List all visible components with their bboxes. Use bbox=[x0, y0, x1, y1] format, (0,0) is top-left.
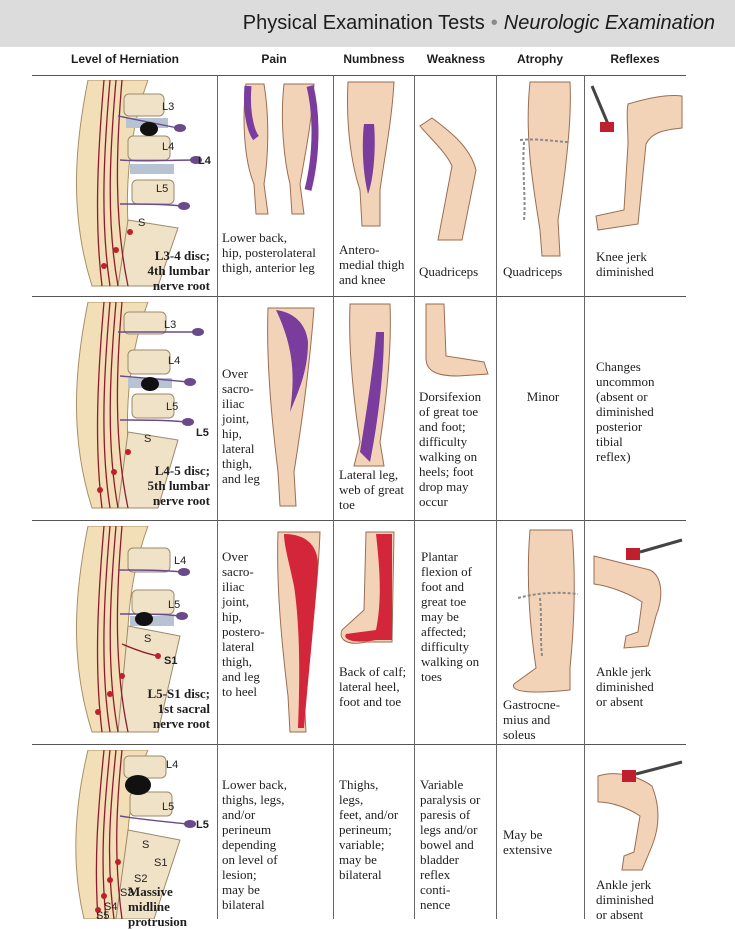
title-subtitle: Neurologic Examination bbox=[503, 12, 715, 34]
spine-label: L5 bbox=[168, 599, 180, 611]
spine-label: L3 bbox=[164, 319, 176, 331]
weakness-illustration-row2 bbox=[425, 303, 489, 377]
title-banner: Physical Examination Tests•Neurologic Ex… bbox=[0, 0, 735, 47]
title-main: Physical Examination Tests bbox=[242, 12, 485, 34]
nerve-root-label: L5 bbox=[196, 427, 209, 439]
herniated-disc bbox=[125, 775, 151, 795]
pain-text-row1: Lower back, hip, posterolateral thigh, a… bbox=[222, 230, 316, 275]
page-title: Physical Examination Tests•Neurologic Ex… bbox=[243, 12, 715, 35]
spine-label: S3 bbox=[120, 887, 133, 899]
spine-label: S bbox=[144, 433, 151, 445]
reflexes-text-row2: Changes uncommon (absent or diminished p… bbox=[596, 359, 655, 464]
pain-text-row3: Over sacro- iliac joint, hip, postero- l… bbox=[222, 549, 265, 699]
header-level: Level of Herniation bbox=[70, 52, 180, 66]
spine-label: S1 bbox=[154, 857, 167, 869]
spine-illustration-row2: L3 L4 L5 S L5 bbox=[75, 302, 209, 509]
herniated-disc bbox=[140, 122, 158, 136]
spine-illustration-row4: L4 L5 S S1 S2 S3 S4 S5 L5 bbox=[75, 750, 209, 919]
spine-label: S bbox=[142, 839, 149, 851]
atrophy-illustration-row1 bbox=[519, 81, 571, 257]
header-reflexes: Reflexes bbox=[610, 52, 660, 66]
nerve-root-label: L4 bbox=[198, 155, 212, 167]
numbness-text-row3: Back of calf; lateral heel, foot and toe bbox=[339, 664, 407, 709]
spine-label: S5 bbox=[96, 910, 109, 919]
weakness-text-row1: Quadriceps bbox=[419, 264, 479, 279]
reflexes-illustration-row1 bbox=[590, 85, 683, 231]
level-label-row3: L5-S1 disc; 1st sacral nerve root bbox=[147, 686, 210, 731]
separator-dot: • bbox=[490, 12, 498, 34]
spine-label: L5 bbox=[162, 801, 174, 813]
level-label-row4: Massive midline protrusion bbox=[128, 884, 187, 929]
spine-label: S bbox=[138, 217, 145, 229]
numbness-text-row1: Antero- medial thigh and knee bbox=[339, 242, 405, 287]
reflexes-text-row3: Ankle jerk diminished or absent bbox=[596, 664, 654, 709]
numbness-illustration-row3 bbox=[340, 531, 395, 644]
atrophy-text-row2: Minor bbox=[526, 389, 560, 404]
spine-illustration-row1: L3 L4 L5 S L4 bbox=[75, 80, 212, 287]
weakness-illustration-row1 bbox=[419, 117, 477, 241]
weakness-text-row3: Plantar flexion of foot and great toe ma… bbox=[421, 549, 480, 684]
atrophy-text-row3: Gastrocne- mius and soleus bbox=[503, 697, 561, 742]
spine-label: L3 bbox=[162, 101, 174, 113]
spine-label: S bbox=[144, 633, 151, 645]
atrophy-text-row1: Quadriceps bbox=[503, 264, 563, 279]
column-divider bbox=[333, 75, 334, 919]
header-atrophy: Atrophy bbox=[517, 52, 563, 66]
reflexes-illustration-row4 bbox=[597, 760, 683, 871]
nerve-root-label: S1 bbox=[164, 655, 177, 667]
column-divider bbox=[496, 75, 497, 919]
nerve-root-label: L5 bbox=[196, 819, 209, 831]
pain-text-row4: Lower back, thighs, legs, and/or perineu… bbox=[222, 777, 287, 912]
level-label-row1: L3-4 disc; 4th lumbar nerve root bbox=[147, 248, 210, 293]
pain-illustration-row2 bbox=[267, 307, 315, 507]
atrophy-illustration-row3 bbox=[513, 529, 579, 693]
spine-label: S4 bbox=[104, 901, 117, 913]
herniated-disc bbox=[135, 612, 153, 626]
spine-label: S2 bbox=[134, 873, 147, 885]
column-divider bbox=[414, 75, 415, 919]
spine-label: L4 bbox=[162, 141, 174, 153]
row-divider bbox=[32, 296, 686, 297]
level-label-row2: L4-5 disc; 5th lumbar nerve root bbox=[147, 463, 210, 508]
pain-illustration-row3 bbox=[277, 531, 321, 733]
spine-illustration-row3: L4 L5 S S1 bbox=[75, 526, 190, 733]
pain-illustration-row1 bbox=[243, 83, 319, 215]
spine-label: L4 bbox=[166, 759, 178, 771]
row-divider bbox=[32, 75, 686, 76]
atrophy-text-row4: May be extensive bbox=[503, 827, 553, 857]
numbness-illustration-row1 bbox=[347, 81, 395, 227]
numbness-text-row4: Thighs, legs, feet, and/or perineum; var… bbox=[339, 777, 399, 882]
spine-label: L4 bbox=[174, 555, 186, 567]
header-pain: Pain bbox=[261, 52, 287, 66]
column-divider bbox=[217, 75, 218, 919]
weakness-text-row2: Dorsifexion of great toe and foot; diffi… bbox=[419, 389, 482, 509]
row-divider bbox=[32, 744, 686, 745]
header-weakness: Weakness bbox=[426, 52, 486, 66]
spine-label: L4 bbox=[168, 355, 180, 367]
column-divider bbox=[584, 75, 585, 919]
pain-text-row2: Over sacro- iliac joint, hip, lateral th… bbox=[222, 366, 260, 486]
header-numbness: Numbness bbox=[343, 52, 405, 66]
herniated-disc bbox=[141, 377, 159, 391]
spine-label: L5 bbox=[156, 183, 168, 195]
reflexes-text-row1: Knee jerk diminished bbox=[596, 249, 654, 279]
reflexes-text-row4: Ankle jerk diminished or absent bbox=[596, 877, 654, 922]
numbness-text-row2: Lateral leg, web of great toe bbox=[339, 467, 404, 512]
numbness-illustration-row2 bbox=[349, 303, 391, 467]
reflexes-illustration-row3 bbox=[593, 538, 683, 649]
weakness-text-row4: Variable paralysis or paresis of legs an… bbox=[420, 777, 481, 912]
row-divider bbox=[32, 520, 686, 521]
spine-label: L5 bbox=[166, 401, 178, 413]
